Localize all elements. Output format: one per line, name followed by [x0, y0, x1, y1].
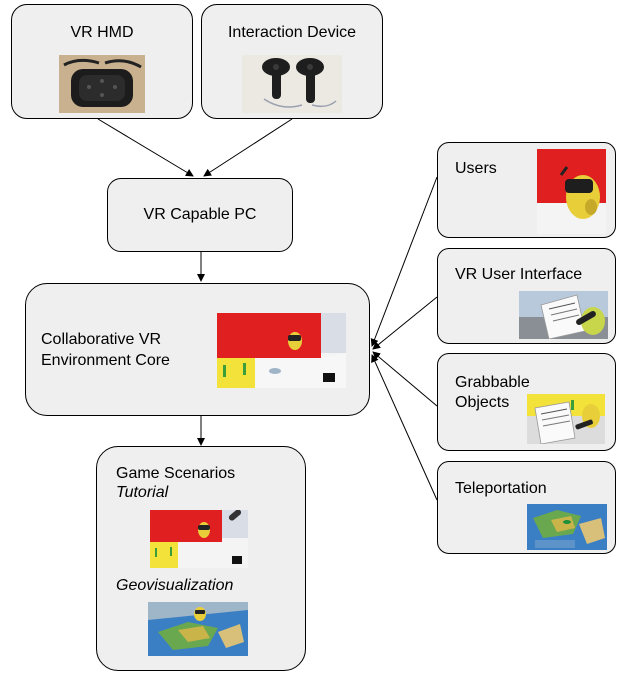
- vr-ui-screenshot: [519, 291, 608, 339]
- arrow-device-to-pc: [203, 118, 293, 177]
- arrow-users-to-core: [370, 176, 438, 347]
- node-vr-hmd-label: VR HMD: [70, 24, 134, 41]
- node-vr-user-interface: VR User Interface: [437, 248, 616, 344]
- hmd-photo: [59, 55, 145, 113]
- core-scene-screenshot: [217, 313, 346, 388]
- geovisualization-screenshot: [148, 602, 248, 656]
- arrow-vrui-to-core: [372, 296, 438, 350]
- node-users: Users: [437, 142, 616, 238]
- teleportation-screenshot: [527, 504, 607, 550]
- node-grabbable-label-line2: Objects: [455, 394, 510, 411]
- node-grabbable-label-line1: Grabbable: [455, 374, 530, 391]
- node-vr-capable-pc: VR Capable PC: [107, 178, 293, 252]
- arrow-grabbable-to-core: [372, 351, 438, 407]
- node-game-scenarios: Game Scenarios Tutorial Geovisualization: [96, 446, 306, 671]
- node-teleportation: Teleportation: [437, 461, 616, 554]
- node-vr-ui-label: VR User Interface: [455, 266, 583, 283]
- arrow-hmd-to-pc: [97, 118, 194, 177]
- grabbable-screenshot: [527, 394, 605, 444]
- node-interaction-device-label: Interaction Device: [227, 24, 357, 41]
- users-avatar-screenshot: [537, 149, 606, 234]
- node-core-label-line2: Environment Core: [41, 352, 170, 369]
- node-interaction-device: Interaction Device: [201, 4, 383, 119]
- node-teleportation-label: Teleportation: [455, 480, 547, 497]
- arrow-teleport-to-core: [371, 354, 438, 501]
- node-vr-capable-pc-label: VR Capable PC: [143, 206, 257, 223]
- node-core-label-line1: Collaborative VR: [41, 331, 162, 348]
- node-game-label: Game Scenarios: [116, 465, 236, 482]
- node-users-label: Users: [455, 160, 497, 177]
- node-grabbable-objects: Grabbable Objects: [437, 353, 616, 451]
- node-vr-hmd: VR HMD: [11, 4, 193, 119]
- node-game-geovis-label: Geovisualization: [116, 577, 234, 594]
- node-collaborative-core: Collaborative VR Environment Core: [25, 283, 370, 416]
- tutorial-screenshot: [150, 510, 248, 568]
- node-game-tutorial-label: Tutorial: [116, 484, 169, 501]
- controllers-photo: [242, 55, 342, 113]
